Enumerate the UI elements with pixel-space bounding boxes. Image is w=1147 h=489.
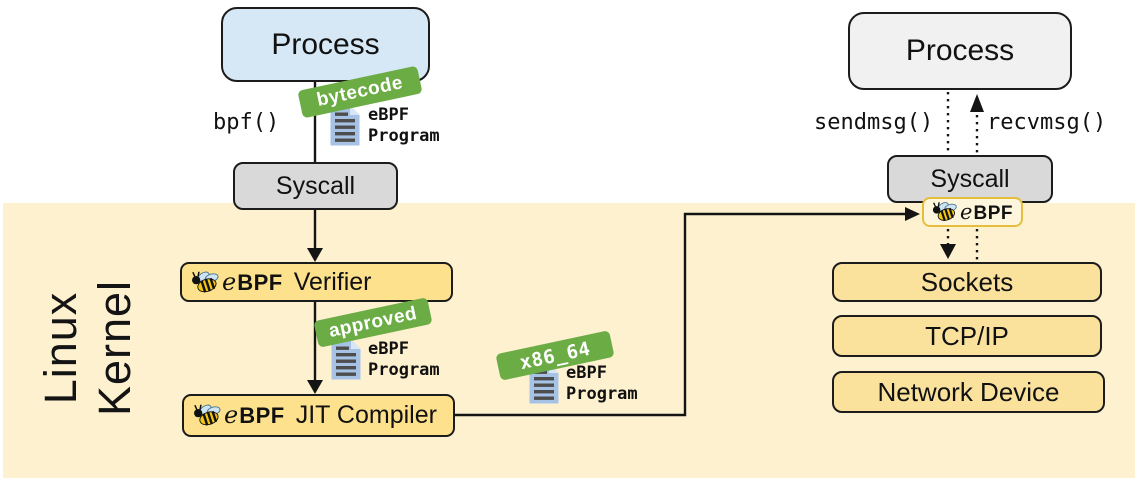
ebpf-logo-bpf: BPF <box>237 269 283 295</box>
bee-icon <box>192 271 219 293</box>
jit-compiler-box: eBPF JIT Compiler <box>182 394 455 437</box>
tcpip-label: TCP/IP <box>925 320 1009 351</box>
doc-label-line1: eBPF <box>566 363 607 383</box>
doc-label-line2: Program <box>368 126 440 146</box>
bee-icon <box>932 202 957 222</box>
ebpf-program-doc-label: eBPF Program <box>368 339 440 381</box>
syscall-label: Syscall <box>930 164 1010 193</box>
process-label: Process <box>271 27 380 61</box>
document-icon <box>330 105 360 146</box>
syscall-box-network: Syscall <box>887 155 1053 203</box>
network-device-box: Network Device <box>832 371 1105 413</box>
sockets-box: Sockets <box>832 262 1102 302</box>
ebpf-logo-text: eBPF <box>960 200 1013 225</box>
ebpf-logo: eBPF <box>191 268 283 297</box>
recvmsg-label: recvmsg() <box>987 110 1107 135</box>
bee-icon <box>194 404 221 426</box>
ebpf-logo-text: eBPF <box>222 268 283 297</box>
arrowhead-recvmsg-up <box>970 94 984 112</box>
jit-compiler-label: JIT Compiler <box>295 401 437 429</box>
sendmsg-label: sendmsg() <box>814 110 934 135</box>
process-box-network: Process <box>848 12 1072 90</box>
process-box-loader: Process <box>221 7 430 82</box>
bpf-syscall-label: bpf() <box>213 110 280 135</box>
verifier-label: Verifier <box>293 267 372 296</box>
arrowhead-chip-to-sockets <box>940 244 956 259</box>
doc-label-line1: eBPF <box>368 105 409 125</box>
ebpf-hook-chip: eBPF <box>922 197 1023 227</box>
doc-label-line1: eBPF <box>368 339 409 359</box>
ebpf-logo-e: e <box>222 267 237 296</box>
doc-label-line2: Program <box>566 384 638 404</box>
ebpf-logo-bpf: BPF <box>239 403 285 428</box>
tcpip-box: TCP/IP <box>832 315 1102 357</box>
ebpf-logo-e: e <box>224 401 239 429</box>
syscall-label: Syscall <box>275 171 356 200</box>
ebpf-logo-bpf: BPF <box>973 202 1013 224</box>
network-device-label: Network Device <box>877 376 1060 407</box>
document-icon <box>331 339 361 380</box>
ebpf-program-doc-label: eBPF Program <box>368 105 440 147</box>
syscall-box-loader: Syscall <box>233 162 398 210</box>
ebpf-logo: eBPF <box>932 200 1013 225</box>
ebpf-program-doc-label: eBPF Program <box>566 363 638 405</box>
ebpf-logo: eBPF <box>193 401 285 430</box>
ebpf-logo-text: eBPF <box>224 401 285 430</box>
doc-label-line2: Program <box>368 360 440 380</box>
process-label: Process <box>905 34 1015 67</box>
arrowhead-jit-to-ebpf-hook <box>905 207 920 221</box>
line-jit-to-ebpf-hook <box>455 212 906 417</box>
sockets-label: Sockets <box>920 266 1014 297</box>
verifier-box: eBPF Verifier <box>180 262 453 302</box>
ebpf-logo-e: e <box>960 199 973 224</box>
arrowhead-syscall-to-verifier <box>307 248 323 262</box>
arrowhead-verifier-to-jit <box>307 380 323 394</box>
